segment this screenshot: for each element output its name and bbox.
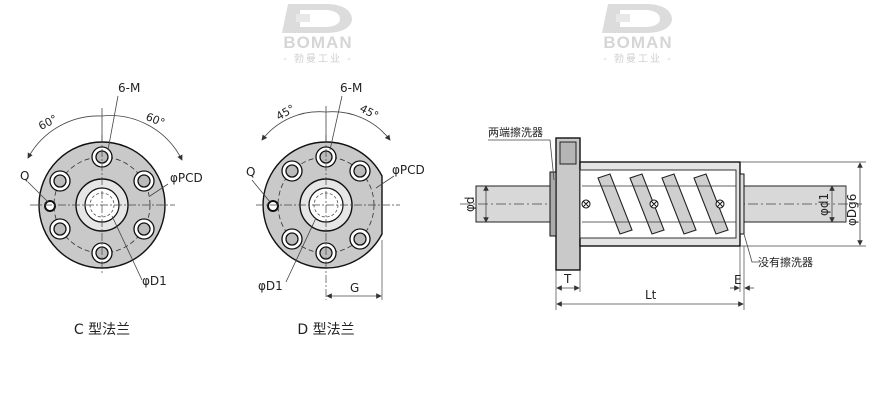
label-d: φd [463,196,477,212]
screw-plug-icon [581,199,725,209]
watermark-right: BOMAN - 勃曼工业 - [602,4,673,65]
label-t: T [563,272,572,286]
watermark-subtitle: - 勃曼工业 - [283,52,353,65]
c-label-pcd: φPCD [170,171,203,185]
watermark-left: BOMAN - 勃曼工业 - [282,4,353,65]
ball-return-tubes [597,173,729,235]
label-d1: φd1 [817,193,831,216]
d-label-d1: φD1 [258,279,283,293]
c-label-q: Q [20,169,29,183]
side-view-drawing: 两端擦洗器 没有擦洗器 φd φd1 φDg6 T Lt E [460,125,866,310]
c-label-bolt-holes: 6-M [118,81,140,95]
c-label-angle-left: 60° [36,112,59,133]
label-lt: Lt [645,288,657,302]
watermark-subtitle: - 勃曼工业 - [603,52,673,65]
watermark-brand: BOMAN [283,33,352,52]
boman-logo-icon [282,4,352,33]
label-dg6: φDg6 [845,194,859,226]
d-flange-drawing: 6-M 45° 45° Q φPCD φD1 G D 型法兰 [246,81,425,338]
d-label-g: G [350,281,359,295]
c-label-d1: φD1 [142,274,167,288]
watermark-brand: BOMAN [603,33,672,52]
d-label-angle-left: 45° [274,102,297,123]
d-flange-caption: D 型法兰 [297,322,354,338]
d-label-q: Q [246,165,255,179]
label-wiper-none: 没有擦洗器 [758,255,813,269]
d-label-pcd: φPCD [392,163,425,177]
d-label-bolt-holes: 6-M [340,81,362,95]
d-label-angle-right: 45° [357,102,380,123]
boman-logo-icon [602,4,672,33]
c-label-angle-right: 60° [144,110,167,129]
c-flange-caption: C 型法兰 [74,322,130,338]
label-wiper-both: 两端擦洗器 [488,125,543,139]
label-e: E [734,273,742,287]
c-flange-drawing: 6-M 60° 60° Q φPCD φD1 C 型法兰 [20,81,203,338]
